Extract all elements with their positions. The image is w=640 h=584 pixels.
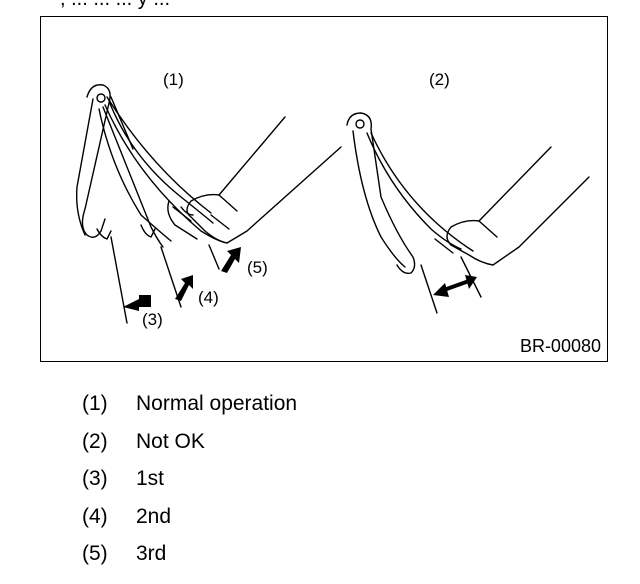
callout-3: (3) [142, 310, 163, 329]
legend-item: (2) Not OK [82, 430, 297, 468]
figure-id: BR-00080 [519, 336, 601, 356]
double-arrow-icon [433, 275, 477, 297]
cut-off-header-text: , ... ... ... y ... [60, 0, 170, 11]
pedal-illustration [75, 84, 590, 324]
legend-list: (1) Normal operation (2) Not OK (3) 1st (4)… [82, 392, 297, 580]
legend-item: (5) 3rd [82, 542, 297, 580]
legend-item: (3) 1st [82, 467, 297, 505]
pedal-swing-drawing [75, 84, 342, 324]
legend-item: (4) 2nd [82, 505, 297, 543]
legend-number: (2) [82, 429, 108, 453]
arrow-3-icon [123, 295, 151, 311]
arrow-4-icon [175, 275, 193, 301]
callout-5: (5) [247, 258, 268, 277]
panel-label-1: (1) [163, 70, 184, 89]
legend-item: (1) Normal operation [82, 392, 297, 430]
legend-text: Normal operation [136, 392, 298, 415]
panel-label-2: (2) [429, 70, 450, 89]
direction-arrows [123, 247, 477, 311]
legend-text: Not OK [136, 429, 205, 453]
legend-number: (3) [82, 467, 108, 490]
legend-number: (4) [82, 504, 108, 528]
legend-text: 3rd [136, 542, 167, 565]
brake-pedal-figure: (1) (2) (3) (4) (5) BR-00080 [40, 16, 608, 362]
legend-number: (1) [82, 392, 108, 415]
pedal-not-ok-drawing [346, 112, 590, 314]
legend-text: 1st [136, 467, 165, 490]
callout-4: (4) [198, 288, 219, 307]
legend-text: 2nd [136, 504, 172, 528]
legend-number: (5) [82, 542, 108, 565]
arrow-5-icon [221, 247, 241, 273]
